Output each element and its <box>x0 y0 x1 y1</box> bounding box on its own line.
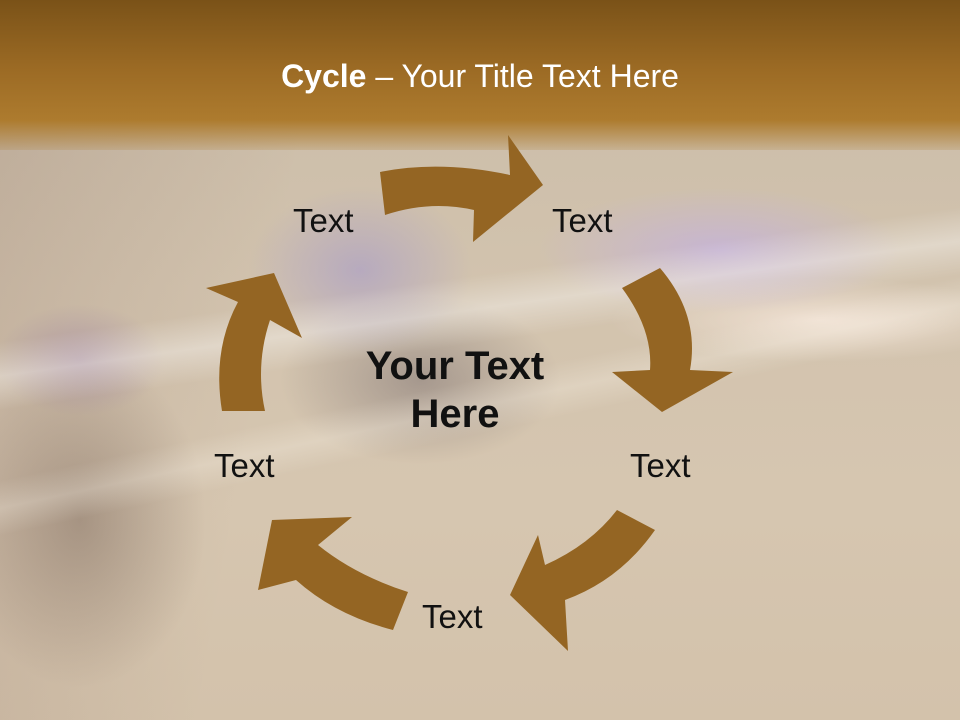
cycle-arrow-4 <box>258 517 408 630</box>
slide-title-bold: Cycle <box>281 58 367 94</box>
node-label-left: Text <box>214 447 275 484</box>
node-label-bottom: Text <box>422 598 483 635</box>
title-band <box>0 0 960 150</box>
slide-title: Cycle – Your Title Text Here <box>0 56 960 96</box>
cycle-arrow-1 <box>380 135 543 242</box>
slide-title-rest: – Your Title Text Here <box>366 58 679 94</box>
cycle-arrow-5 <box>206 273 302 411</box>
center-text-line-2: Here <box>410 392 500 436</box>
cycle-arrow-3 <box>510 510 655 651</box>
node-label-top-right: Text <box>552 202 613 239</box>
node-label-right: Text <box>630 447 691 484</box>
center-text: Your Text Here <box>330 342 580 438</box>
node-label-top-left: Text <box>293 202 354 239</box>
cycle-arrow-2 <box>612 268 733 412</box>
center-text-line-1: Your Text <box>365 344 545 388</box>
